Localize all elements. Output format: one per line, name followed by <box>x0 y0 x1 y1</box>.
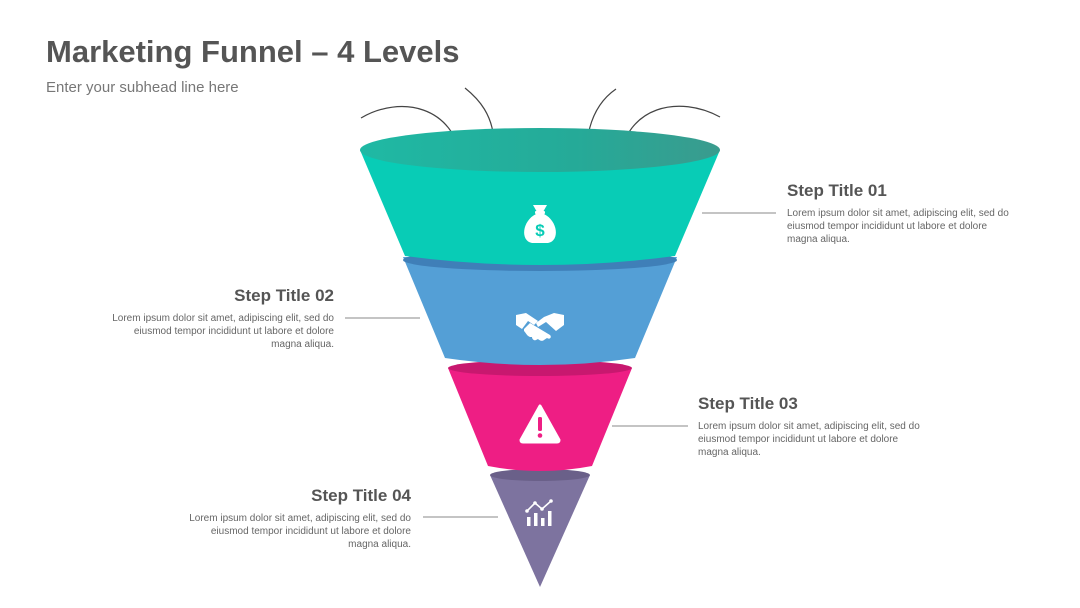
step-3-text: Lorem ipsum dolor sit amet, adipiscing e… <box>698 421 920 458</box>
chart-icon <box>525 499 553 526</box>
step-1: Step Title 01 Lorem ipsum dolor sit amet… <box>787 181 1017 246</box>
step-1-text: Lorem ipsum dolor sit amet, adipiscing e… <box>787 208 1009 245</box>
connector-lines <box>345 212 776 518</box>
warning-icon <box>519 404 561 444</box>
funnel-level-4-top <box>490 469 590 481</box>
handshake-icon <box>516 313 564 341</box>
money-bag-icon: $ <box>524 205 556 243</box>
step-4: Step Title 04 Lorem ipsum dolor sit amet… <box>181 486 411 551</box>
funnel-level-2 <box>403 249 677 365</box>
step-2-title: Step Title 02 <box>234 286 334 305</box>
funnel-level-2-body <box>403 257 677 365</box>
step-3-title: Step Title 03 <box>698 394 798 413</box>
svg-text:$: $ <box>535 221 545 240</box>
funnel-level-4 <box>490 469 590 587</box>
step-4-title: Step Title 04 <box>311 486 411 505</box>
step-2: Step Title 02 Lorem ipsum dolor sit amet… <box>104 286 334 351</box>
funnel-level-3-top <box>448 360 632 376</box>
funnel-level-4-body <box>490 475 590 587</box>
step-2-text: Lorem ipsum dolor sit amet, adipiscing e… <box>112 313 334 350</box>
step-4-text: Lorem ipsum dolor sit amet, adipiscing e… <box>189 513 411 550</box>
funnel-level-1 <box>360 128 720 265</box>
step-1-title: Step Title 01 <box>787 181 887 200</box>
page-subtitle: Enter your subhead line here <box>46 79 239 96</box>
page-title: Marketing Funnel – 4 Levels <box>46 34 460 69</box>
step-3: Step Title 03 Lorem ipsum dolor sit amet… <box>698 394 928 459</box>
funnel-level-1-rim <box>360 128 720 172</box>
